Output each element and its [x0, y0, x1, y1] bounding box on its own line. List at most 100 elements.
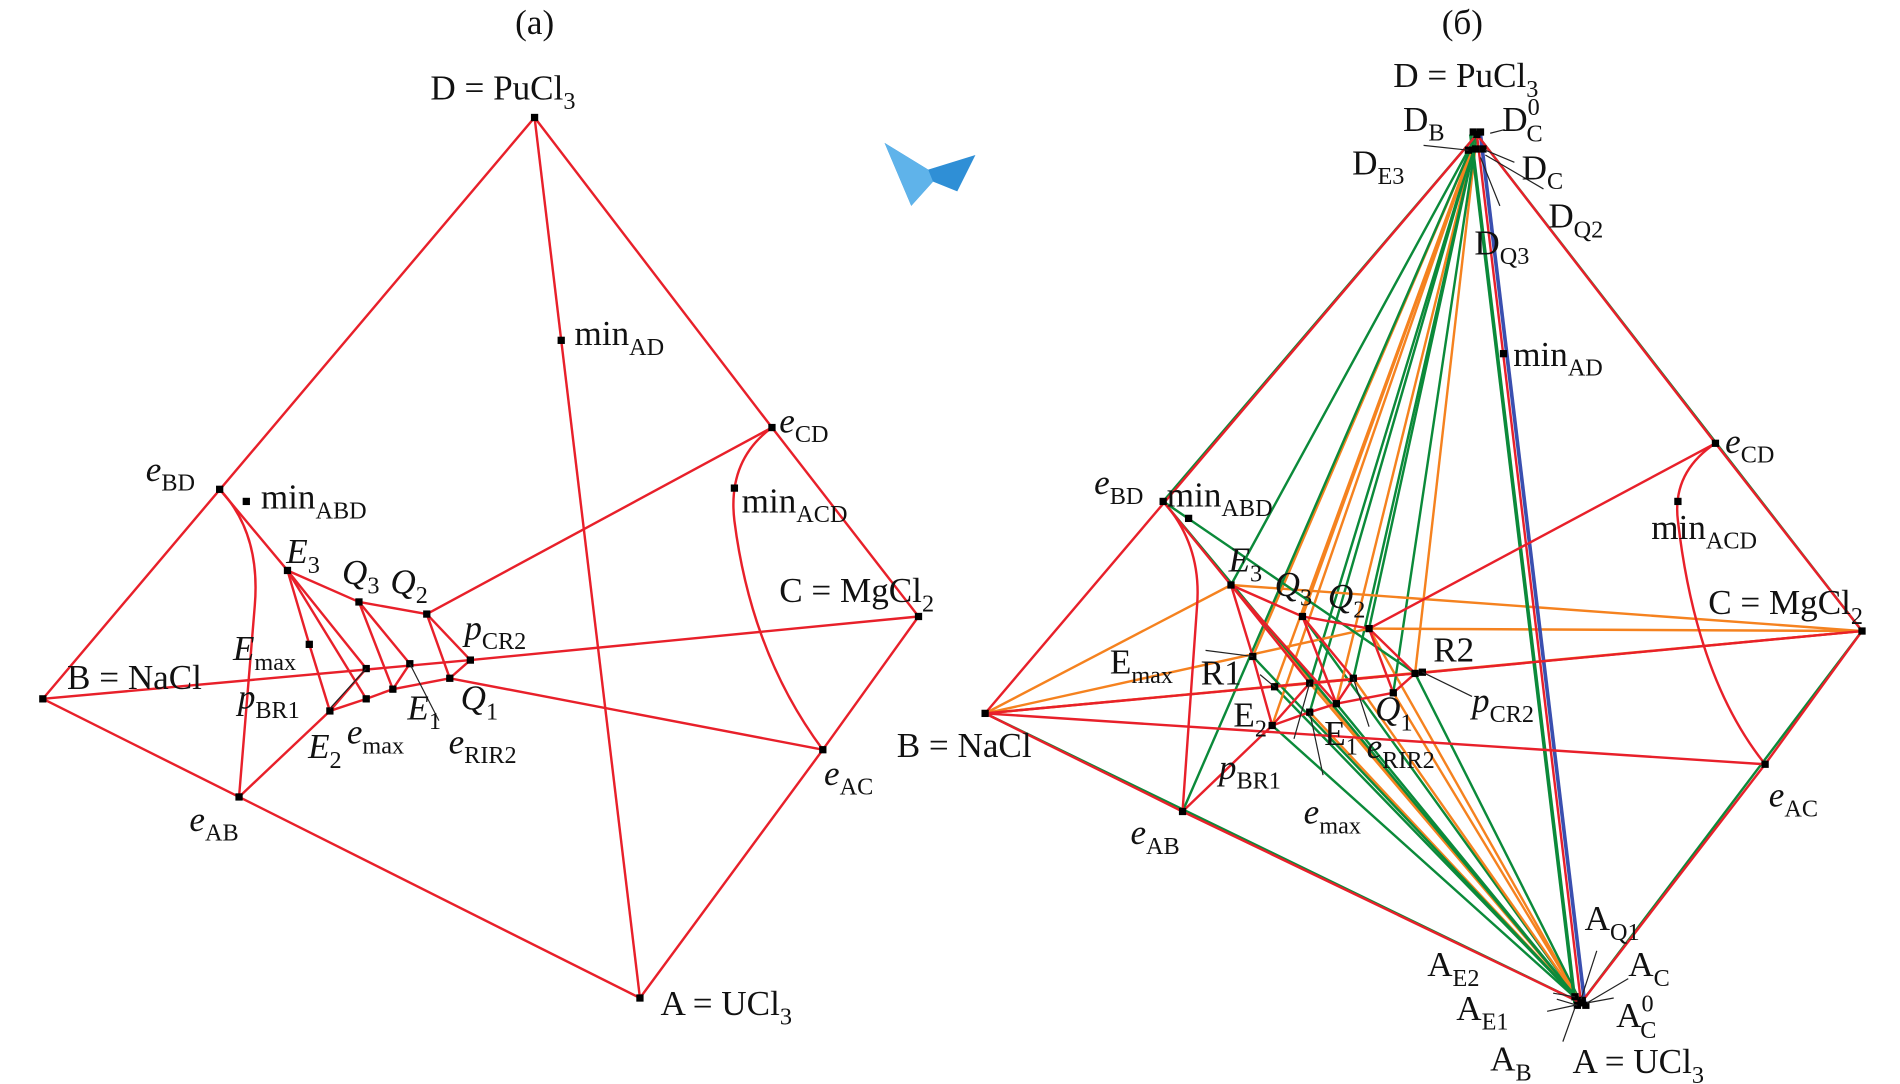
tie-line	[1301, 615, 1355, 680]
tie-line	[449, 677, 824, 751]
tie-line	[1580, 763, 1767, 1004]
label-subscript: ACD	[1706, 528, 1757, 555]
curve-line	[1675, 442, 1767, 766]
tie-line	[1229, 133, 1478, 586]
label-subscript: ABD	[315, 497, 366, 524]
point-marker	[1332, 700, 1340, 708]
label-subscript: 3	[1300, 585, 1312, 612]
label-subscript: 2	[1851, 603, 1863, 630]
label-main: E	[1228, 541, 1250, 580]
leader-line	[1586, 997, 1614, 1004]
point-marker	[1184, 514, 1193, 523]
label-main: Q	[390, 562, 415, 601]
label-DQ2: DQ2	[1548, 197, 1603, 244]
label-subscript: max	[1131, 662, 1173, 689]
point-marker	[981, 709, 989, 718]
label-main: Q	[461, 679, 486, 718]
tie-line	[1368, 628, 1583, 1004]
label-main: A	[1456, 989, 1482, 1028]
tie-line	[1392, 134, 1479, 693]
label-Q3: Q3	[1275, 565, 1312, 612]
label-main: D	[1403, 100, 1428, 139]
leader-line	[1546, 1004, 1576, 1012]
tie-line	[238, 710, 331, 798]
label-E3: E3	[1228, 541, 1263, 588]
leader-line	[1490, 129, 1505, 134]
tie-line	[1478, 134, 1587, 1004]
label-main: E	[285, 532, 307, 571]
label-Emax: Emax	[1110, 642, 1173, 689]
tie-line	[821, 615, 920, 751]
label-E2: E2	[307, 727, 342, 774]
label-subscript: max	[254, 649, 296, 676]
label-main: e	[449, 722, 465, 761]
point-marker	[819, 746, 827, 754]
label-subscript: 3	[1692, 1062, 1704, 1084]
label-subscript: E3	[1377, 163, 1404, 190]
point-marker	[355, 598, 363, 606]
label-Q3: Q3	[342, 553, 379, 600]
label-subscript: max	[1319, 812, 1361, 839]
label-A: A = UCl3	[661, 984, 792, 1031]
label-subscript: AB	[1146, 833, 1180, 860]
tie-line	[1273, 134, 1478, 688]
tie-line	[984, 133, 1478, 715]
leader-line	[1562, 1007, 1576, 1042]
label-DQ3: DQ3	[1474, 223, 1529, 270]
label-E1: E1	[406, 688, 441, 735]
label-subscript: E2	[1453, 965, 1480, 992]
tie-line	[426, 426, 773, 616]
label-subscript: CR2	[1490, 701, 1534, 728]
label-subscript: 3	[1526, 76, 1538, 103]
label-subscript: AB	[205, 820, 239, 847]
leader-line	[1485, 149, 1515, 163]
label-AB: AB	[1490, 1040, 1532, 1084]
point-marker	[1159, 497, 1167, 506]
tie-line	[1368, 627, 1416, 675]
point-marker	[1858, 627, 1866, 635]
tie-line	[1271, 682, 1311, 727]
label-main: e	[146, 450, 162, 489]
label-D: D = PuCl3	[1393, 56, 1538, 103]
label-subscript: RIR2	[464, 742, 516, 769]
point-marker	[1761, 760, 1769, 768]
label-subscript: BD	[161, 470, 195, 497]
point-marker	[446, 674, 454, 682]
label-main: C = MgCl	[1708, 583, 1851, 622]
label-subscript: Q1	[1610, 919, 1640, 946]
label-main: Q	[342, 553, 367, 592]
leader-line	[1586, 978, 1629, 1004]
label-subscript: 1	[429, 708, 441, 735]
label-main: e	[824, 754, 840, 793]
tie-line	[985, 712, 1766, 766]
label-subscript: 1	[486, 698, 498, 725]
label-subscript: C	[1547, 168, 1563, 195]
label-main: E	[406, 688, 428, 727]
tie-line	[1271, 724, 1582, 1004]
label-main: Q	[1328, 577, 1353, 616]
label-main: D = PuCl	[430, 68, 563, 107]
leader-line	[1485, 154, 1544, 190]
tie-line	[1230, 584, 1338, 705]
label-subscript: ACD	[796, 501, 847, 528]
tie-line	[1475, 133, 1717, 445]
label-main: D	[1548, 197, 1573, 236]
label-subscript: 2	[1255, 715, 1267, 742]
label-Q2: Q2	[1328, 577, 1365, 624]
label-DE3: DE3	[1352, 143, 1404, 190]
point-marker	[1476, 128, 1485, 136]
point-marker	[305, 640, 313, 648]
tie-line	[391, 663, 411, 690]
label-subscript: Q2	[1574, 216, 1604, 243]
tie-line	[984, 712, 1184, 813]
label-subscript: 2	[416, 582, 428, 609]
tie-line	[1475, 134, 1583, 1003]
tie-line	[985, 672, 1416, 715]
label-minABD: minABD	[261, 478, 367, 525]
point-marker	[730, 484, 739, 492]
leader-line	[1553, 992, 1576, 998]
label-Q1: Q1	[461, 679, 498, 726]
tie-line	[1336, 691, 1394, 705]
label-eBD: eBD	[1094, 463, 1143, 510]
